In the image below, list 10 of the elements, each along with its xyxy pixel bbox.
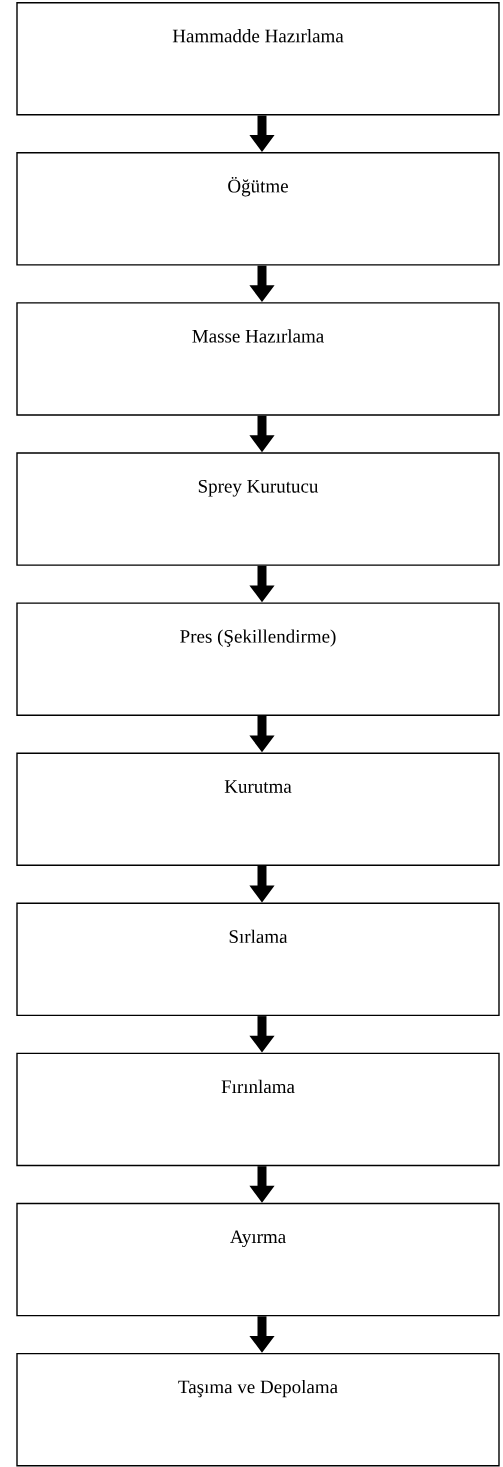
process-box: Kurutma	[16, 752, 500, 866]
process-box: Sprey Kurutucu	[16, 452, 500, 566]
process-box: Sırlama	[16, 902, 500, 1017]
process-box: Pres (Şekillendirme)	[16, 602, 500, 716]
process-box: Hammadde Hazırlama	[16, 2, 500, 116]
process-box: Taşıma ve Depolama	[16, 1352, 500, 1467]
process-box: Fırınlama	[16, 1052, 500, 1167]
process-box: Masse Hazırlama	[16, 302, 500, 416]
process-box: Ayırma	[16, 1202, 500, 1317]
process-box: Öğütme	[16, 152, 500, 266]
